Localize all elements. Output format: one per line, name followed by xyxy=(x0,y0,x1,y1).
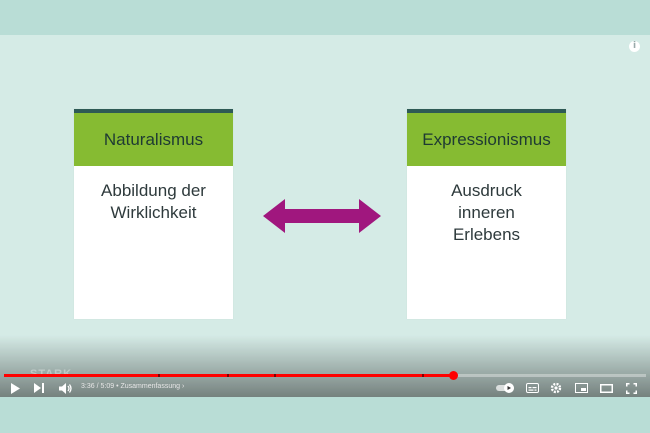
card-title: Naturalismus xyxy=(74,113,233,166)
chapter-marker xyxy=(422,374,424,377)
settings-icon xyxy=(550,382,562,394)
subtitles-button[interactable] xyxy=(526,381,539,395)
chapter-chevron-icon[interactable]: › xyxy=(181,383,185,390)
volume-button[interactable] xyxy=(59,381,73,395)
miniplayer-button[interactable] xyxy=(575,381,588,395)
card-body: Abbildung der Wirklichkeit xyxy=(74,166,233,224)
card-body: Ausdruck inneren Erlebens xyxy=(407,166,566,246)
volume-icon xyxy=(59,382,72,394)
card-line: Ausdruck xyxy=(451,181,522,200)
play-icon xyxy=(11,382,20,394)
card-topline xyxy=(74,109,233,113)
card-line: Erlebens xyxy=(452,225,521,244)
controls-gradient xyxy=(0,335,650,397)
top-band xyxy=(0,0,650,35)
expressionismus-card: Expressionismus Ausdruck inneren Erleben… xyxy=(407,109,566,319)
naturalismus-card: Naturalismus Abbildung der Wirklichkeit xyxy=(74,109,233,319)
theater-icon xyxy=(600,383,613,393)
video-player[interactable]: i Naturalismus Abbildung der Wirklichkei… xyxy=(0,35,650,397)
autoplay-toggle-icon xyxy=(496,383,514,393)
play-button[interactable] xyxy=(10,381,22,395)
card-line: inneren xyxy=(458,203,515,222)
chapter-marker xyxy=(158,374,160,377)
card-line: Abbildung der xyxy=(101,181,206,200)
progress-bar[interactable] xyxy=(4,371,646,380)
double-arrow-icon xyxy=(263,199,381,233)
card-title: Expressionismus xyxy=(407,113,566,166)
next-icon xyxy=(34,383,44,393)
bottom-band xyxy=(0,397,650,433)
chapter-marker xyxy=(274,374,276,377)
chapter-bullet: • xyxy=(116,383,119,390)
card-topline xyxy=(407,109,566,113)
chapter-title[interactable]: Zusammenfassung xyxy=(120,383,180,390)
subtitles-icon xyxy=(526,383,539,393)
next-button[interactable] xyxy=(34,381,46,395)
fullscreen-icon xyxy=(626,382,637,394)
duration: 5:09 xyxy=(100,383,115,390)
chapter-marker xyxy=(227,374,229,377)
autoplay-toggle[interactable] xyxy=(496,381,516,395)
settings-button[interactable] xyxy=(550,381,563,395)
scrubber-handle[interactable] xyxy=(449,371,458,380)
time-display: 3:36 / 5:09 • Zusammenfassung › xyxy=(81,382,184,392)
card-line: Wirklichkeit xyxy=(110,203,197,222)
current-time: 3:36 xyxy=(81,383,95,390)
theater-button[interactable] xyxy=(600,381,614,395)
time-separator: / xyxy=(96,383,99,390)
miniplayer-icon xyxy=(575,383,588,393)
fullscreen-button[interactable] xyxy=(626,381,638,395)
info-icon[interactable]: i xyxy=(629,41,640,52)
